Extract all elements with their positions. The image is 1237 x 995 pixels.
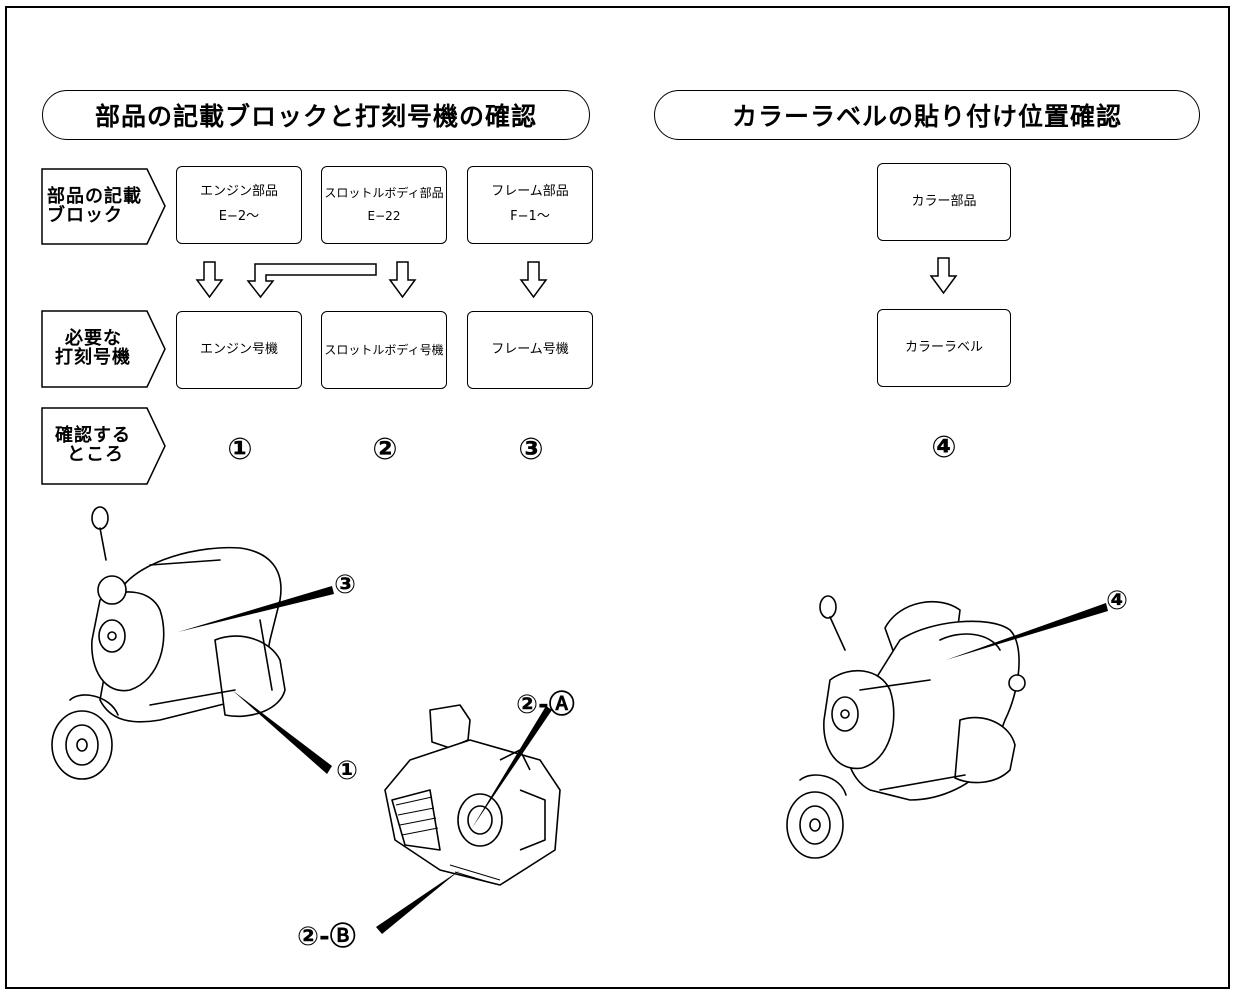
- color-label-text: カラーラベル: [904, 339, 983, 355]
- part-box-throttle: スロットルボディ部品 E−22: [321, 166, 447, 244]
- scooter-left-mirror-l: [91, 506, 109, 530]
- leader-line-2a: [472, 706, 552, 828]
- scooter-right-front-shield: [823, 669, 895, 770]
- stamp-box-frame: フレーム号機: [467, 311, 593, 389]
- row-tag-check-line1: 確認する: [55, 425, 131, 447]
- part-code-frame: F−1〜: [510, 209, 550, 224]
- right-section-title: カラーラベルの貼り付け位置確認: [654, 90, 1200, 140]
- callout-throttle-b: ②-Ⓑ: [297, 922, 356, 952]
- row-tag-stamp-shape: [41, 310, 166, 388]
- stamp-box-throttle: スロットルボディ号機: [321, 311, 447, 389]
- part-name-engine: エンジン部品: [199, 184, 278, 200]
- leader-line-3: [178, 586, 334, 632]
- throttle-body: [384, 704, 561, 886]
- checkpoint-1: ①: [227, 432, 253, 467]
- down-arrow-color: [929, 257, 958, 295]
- scooter-left-headlight: [97, 575, 127, 605]
- callout-engine-number: ①: [336, 756, 359, 786]
- callout-frame-number: ③: [334, 570, 357, 600]
- checkpoint-3: ③: [518, 432, 544, 467]
- part-name-throttle: スロットルボディ部品: [324, 186, 444, 201]
- color-part-box: カラー部品: [877, 163, 1011, 241]
- down-arrow-engine: [195, 261, 224, 299]
- leader-line-1: [232, 690, 332, 774]
- callout-color-label: ④: [1106, 586, 1129, 616]
- stamp-throttle: スロットルボディ号機: [324, 342, 444, 357]
- row-tag-stamp: 必要な打刻号機: [41, 310, 167, 388]
- part-box-engine: エンジン部品 E−2〜: [176, 166, 302, 244]
- color-part-text: カラー部品: [911, 193, 977, 209]
- diagram-frame: [5, 6, 1230, 989]
- scooter-left: [51, 506, 286, 780]
- down-arrow-frame: [519, 261, 548, 299]
- part-name-frame: フレーム部品: [491, 184, 569, 200]
- row-tag-block-line1: 部品の記載: [47, 185, 142, 207]
- part-code-throttle: E−22: [367, 209, 401, 223]
- color-label-box: カラーラベル: [877, 309, 1011, 387]
- scooter-left-rear-cowl: [214, 635, 286, 717]
- checkpoint-4: ④: [931, 430, 957, 465]
- part-code-engine: E−2〜: [218, 209, 260, 224]
- bent-arrow-throttle-to-engine: [246, 263, 377, 299]
- stamp-box-engine: エンジン号機: [176, 311, 302, 389]
- leader-line-4: [946, 603, 1108, 660]
- row-tag-block-line2: ブロック: [47, 204, 123, 226]
- leader-line-2b: [376, 870, 460, 934]
- down-arrow-throttle: [388, 261, 417, 299]
- left-section-title: 部品の記載ブロックと打刻号機の確認: [42, 90, 590, 140]
- scooter-right: [786, 595, 1026, 859]
- checkpoint-2: ②: [372, 432, 398, 467]
- scooter-right-rear-cowl: [954, 716, 1016, 784]
- row-tag-stamp-line1: 必要な: [65, 328, 122, 350]
- scooter-right-mirror-l: [819, 595, 837, 619]
- part-box-frame: フレーム部品 F−1〜: [467, 166, 593, 244]
- row-tag-stamp-line2: 打刻号機: [55, 347, 131, 368]
- row-tag-check-line2: ところ: [67, 444, 124, 465]
- callout-throttle-a: ②-Ⓐ: [516, 690, 575, 720]
- row-tag-block: 部品の記載ブロック: [41, 168, 167, 245]
- row-tag-check-shape: [41, 407, 166, 485]
- row-tag-check: 確認するところ: [41, 407, 167, 485]
- row-tag-block-shape: [41, 168, 166, 245]
- stamp-engine: エンジン号機: [199, 341, 278, 357]
- stamp-frame: フレーム号機: [491, 341, 569, 357]
- scooter-left-front-shield: [91, 591, 165, 692]
